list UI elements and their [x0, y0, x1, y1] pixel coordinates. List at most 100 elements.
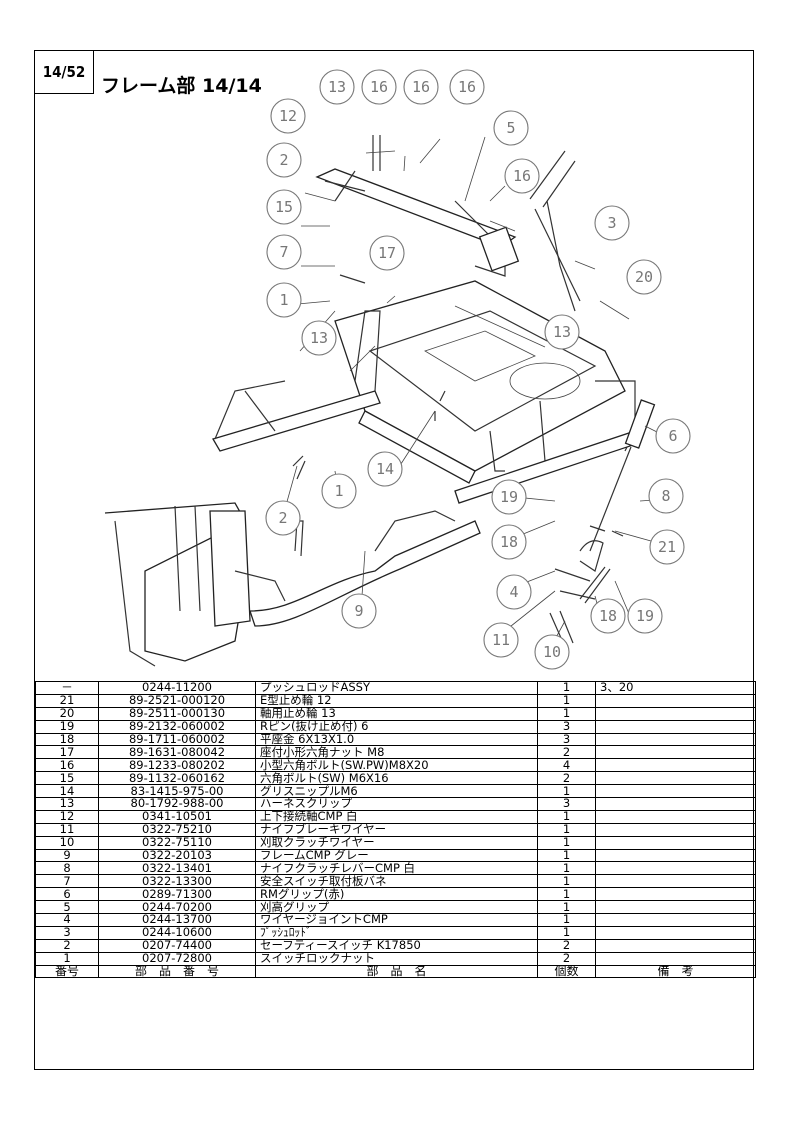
callout-7: 2 — [266, 142, 302, 178]
remarks-cell — [595, 874, 756, 889]
callout-11: 7 — [266, 234, 302, 270]
part-number-cell: 0322-13401 — [98, 861, 256, 876]
callout-24: 21 — [649, 529, 685, 565]
part-number-cell: 0244-10600 — [98, 925, 256, 940]
part-name-cell: ハーネスクリップ — [255, 797, 538, 811]
part-number-cell: 0322-13300 — [98, 874, 256, 889]
remarks-cell — [595, 887, 756, 902]
quantity-cell: 3 — [537, 797, 596, 811]
header-part-number: 部 品 番 号 — [98, 964, 256, 979]
row-number-cell: 15 — [35, 771, 99, 786]
callout-label: 16 — [370, 78, 388, 96]
remarks-cell — [595, 771, 756, 786]
part-number-cell: 0244-11200 — [98, 681, 256, 695]
callout-26: 9 — [341, 593, 377, 629]
quantity-cell: 2 — [537, 938, 596, 953]
row-number-cell: 16 — [35, 758, 99, 773]
callout-19: 1 — [321, 473, 357, 509]
callout-30: 10 — [534, 634, 570, 670]
callout-17: 6 — [655, 418, 691, 454]
part-name-cell: E型止め輪 12 — [255, 693, 538, 708]
remarks-cell — [595, 925, 756, 940]
callout-label: 16 — [458, 78, 476, 96]
callout-label: 4 — [509, 583, 518, 601]
row-number-cell: 19 — [35, 719, 99, 734]
callout-label: 11 — [492, 631, 510, 649]
callout-16: 13 — [301, 320, 337, 356]
callout-label: 3 — [607, 214, 616, 232]
callout-10: 3 — [594, 205, 630, 241]
callout-label: 6 — [668, 427, 677, 445]
part-number-cell: 0207-72800 — [98, 951, 256, 966]
quantity-cell: 1 — [537, 835, 596, 850]
callout-label: 9 — [354, 602, 363, 620]
quantity-cell: 1 — [537, 809, 596, 824]
callout-label: 19 — [636, 607, 654, 625]
remarks-cell — [595, 809, 756, 824]
callout-27: 18 — [590, 598, 626, 634]
callout-20: 8 — [648, 478, 684, 514]
callout-label: 18 — [599, 607, 617, 625]
quantity-cell: 2 — [537, 745, 596, 760]
callout-9: 15 — [266, 189, 302, 225]
remarks-cell — [595, 758, 756, 773]
part-number-cell: 0289-71300 — [98, 887, 256, 902]
part-number-cell: 89-1233-080202 — [98, 758, 256, 773]
frame-linework — [104, 135, 656, 667]
remarks-cell — [595, 797, 756, 811]
remarks-cell — [595, 719, 756, 734]
part-name-cell: スイッチロックナット — [255, 951, 538, 966]
callout-label: 5 — [506, 119, 515, 137]
part-number-cell: 0322-20103 — [98, 848, 256, 863]
part-number-cell: 0322-75110 — [98, 835, 256, 850]
callout-1: 13 — [319, 69, 355, 105]
remarks-cell: 3、20 — [595, 681, 756, 695]
callout-label: 10 — [543, 643, 561, 661]
remarks-cell — [595, 848, 756, 863]
part-name-cell: RMグリップ(赤) — [255, 887, 538, 902]
quantity-cell: 1 — [537, 693, 596, 708]
quantity-cell: 1 — [537, 861, 596, 876]
callout-21: 19 — [491, 479, 527, 515]
callout-label: 14 — [376, 460, 394, 478]
callout-label: 2 — [278, 509, 287, 527]
quantity-cell: 3 — [537, 732, 596, 747]
remarks-cell — [595, 745, 756, 760]
row-number-cell: 1 — [35, 951, 99, 966]
callout-25: 4 — [496, 574, 532, 610]
part-number-cell: 89-2511-000130 — [98, 706, 256, 721]
part-name-cell: グリスニップルM6 — [255, 784, 538, 799]
part-number-cell: 0322-75210 — [98, 822, 256, 837]
callout-4: 16 — [449, 69, 485, 105]
part-number-cell: 0341-10501 — [98, 809, 256, 824]
callout-label: 20 — [635, 268, 653, 286]
callout-label: 2 — [279, 151, 288, 169]
part-name-cell: ワイヤージョイントCMP — [255, 913, 538, 927]
remarks-cell — [595, 732, 756, 747]
part-name-cell: 上下接続軸CMP 白 — [255, 809, 538, 824]
callout-label: 13 — [328, 78, 346, 96]
part-number-cell: 89-1631-080042 — [98, 745, 256, 760]
part-name-cell: セーフティースイッチ K17850 — [255, 938, 538, 953]
part-name-cell: 刈取クラッチワイヤー — [255, 835, 538, 850]
callout-5: 12 — [270, 98, 306, 134]
row-number-cell: 5 — [35, 900, 99, 915]
callout-label: 13 — [310, 329, 328, 347]
row-number-cell: 8 — [35, 861, 99, 876]
part-number-cell: 89-2521-000120 — [98, 693, 256, 708]
quantity-cell: 2 — [537, 951, 596, 966]
remarks-cell — [595, 693, 756, 708]
